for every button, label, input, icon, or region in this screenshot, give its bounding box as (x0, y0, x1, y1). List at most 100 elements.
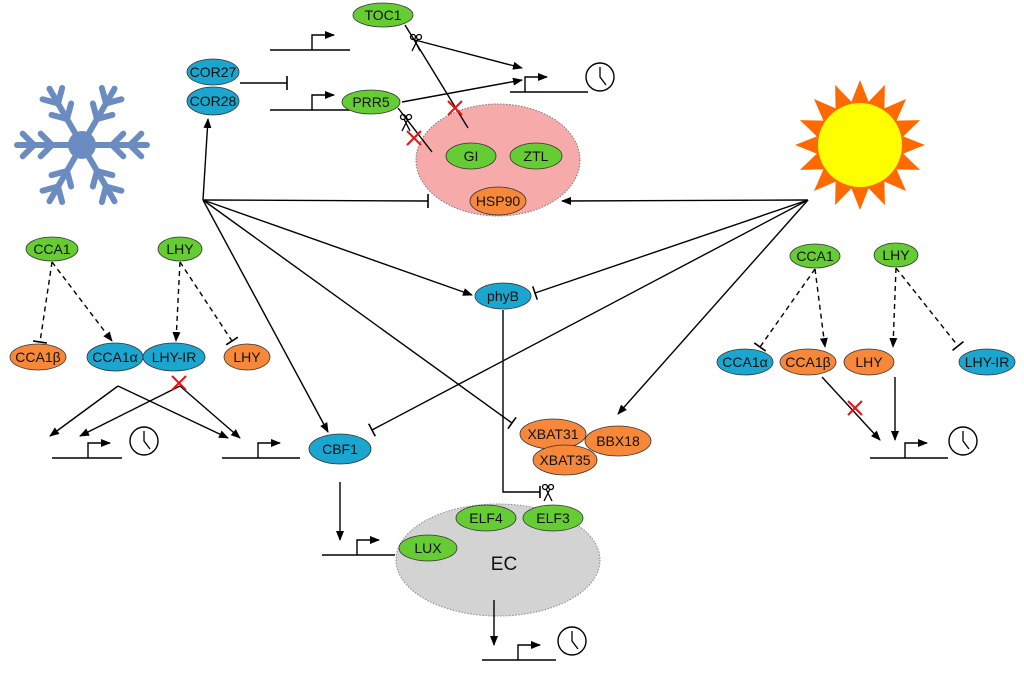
promoter-arrow-icon (482, 645, 556, 661)
node-label: LHY (882, 247, 910, 263)
node-cca1a-l: CCA1α (86, 342, 144, 372)
node-lhyir-r: LHY-IR (958, 348, 1016, 376)
node-label: LHY (166, 241, 194, 257)
scissor-ring (541, 483, 549, 491)
node-ellipse (157, 236, 203, 262)
node-ellipse (522, 504, 584, 532)
x-stroke (406, 130, 422, 146)
edge (179, 385, 241, 439)
scissors-icon (541, 483, 555, 502)
edge (49, 385, 119, 437)
node-label: LHY (855, 354, 883, 370)
node-label: COR28 (190, 93, 237, 109)
node-ellipse (584, 425, 652, 457)
node-ellipse (25, 236, 79, 262)
node-label: ELF4 (469, 510, 503, 526)
sun-core (818, 103, 902, 187)
node-ellipse (398, 534, 458, 562)
scissor-ring (405, 113, 413, 121)
edge (117, 385, 229, 439)
node-hsp90: HSP90 (469, 186, 527, 216)
node-ellipse (532, 444, 598, 476)
node-cca1b-r: CCA1β (779, 348, 837, 376)
node-lhy-ro: LHY (843, 348, 895, 376)
node-lux: LUX (398, 534, 458, 562)
x-stroke (171, 375, 187, 391)
scissor-ring (415, 33, 423, 41)
edge (202, 118, 212, 201)
edge (397, 107, 433, 153)
node-ellipse (716, 348, 774, 376)
node-label: TOC1 (364, 7, 401, 23)
node-ellipse (9, 343, 67, 371)
node-label: CBF1 (322, 441, 358, 457)
node-cca1b-l: CCA1β (9, 343, 67, 371)
node-label: LHY-IR (152, 349, 197, 365)
red-x-icon (447, 100, 463, 116)
edge (371, 199, 809, 431)
clock-hands (571, 631, 579, 650)
node-label: PRR5 (352, 94, 390, 110)
evening-complex (395, 503, 601, 617)
edge (202, 199, 513, 424)
snowflake-branch (64, 167, 75, 190)
scissors-icon (399, 113, 413, 132)
node-ellipse (308, 433, 372, 465)
edge (202, 199, 473, 296)
node-label: LHY (233, 349, 261, 365)
edge (401, 77, 523, 103)
promoter-arrow-icon (870, 443, 948, 459)
scissor-blades (411, 38, 421, 52)
node-label: ELF3 (536, 510, 570, 526)
node-cca1-l: CCA1 (25, 236, 79, 262)
gi-ztl-hsp90-complex (415, 103, 581, 217)
node-xbat31: XBAT31 (519, 418, 587, 450)
node-label: CCA1α (92, 349, 137, 365)
promoter-arrow-icon (222, 443, 300, 459)
snowflake-icon (14, 84, 150, 206)
node-lhy-l: LHY (157, 236, 203, 262)
node-label: COR27 (190, 64, 237, 80)
edge (172, 261, 181, 342)
node-cor27: COR27 (186, 58, 240, 86)
promoter-arrow-icon (52, 443, 122, 459)
node-label: CCA1β (785, 354, 830, 370)
node-ellipse (142, 342, 206, 372)
inhibition-bar (225, 336, 239, 346)
phyb-elf3-edge (502, 310, 540, 493)
node-label: HSP90 (476, 193, 521, 209)
node-elf3: ELF3 (522, 504, 584, 532)
node-label: LHY-IR (965, 354, 1010, 370)
node-bbx18: BBX18 (584, 425, 652, 457)
x-stroke (447, 100, 463, 116)
edge (414, 39, 523, 70)
node-ellipse (455, 504, 517, 532)
node-prr5: PRR5 (341, 89, 401, 115)
inhibition-bar (753, 342, 767, 352)
x-stroke (847, 400, 863, 416)
clock-icon (585, 62, 615, 92)
node-lhy-lo: LHY (223, 343, 271, 371)
node-label: CCA1 (33, 241, 71, 257)
node-lhyir-l: LHY-IR (142, 342, 206, 372)
node-gi: GI (445, 142, 497, 170)
clock-hands (962, 431, 970, 450)
clock-icon (948, 426, 978, 456)
node-label: ZTL (524, 148, 549, 164)
promoter-arrow-icon (322, 540, 395, 556)
node-ellipse (186, 58, 240, 86)
node-toc1: TOC1 (352, 2, 414, 28)
edge (51, 261, 113, 342)
snowflake-branch (37, 142, 55, 160)
promoter-arrow-icon (510, 77, 588, 93)
edge (202, 199, 429, 202)
edge (39, 261, 53, 343)
inhibition-bar (368, 423, 376, 437)
node-cbf1: CBF1 (308, 433, 372, 465)
edge (617, 199, 809, 415)
node-cca1a-r: CCA1α (716, 348, 774, 376)
edge (202, 199, 329, 433)
red-x-icon (406, 130, 422, 146)
scissor-ring (409, 33, 417, 41)
